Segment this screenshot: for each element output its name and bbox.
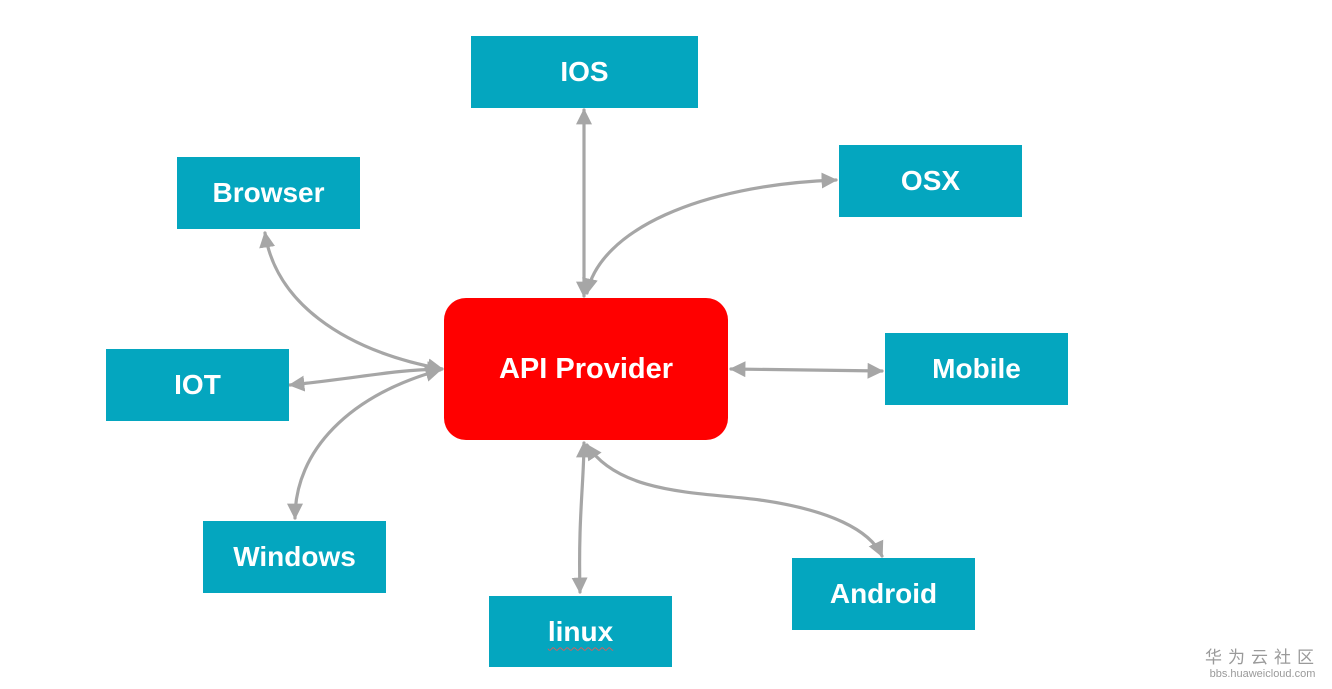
android-label: Android xyxy=(829,578,938,609)
linux-label: linux xyxy=(547,615,614,647)
windows-node: Windows xyxy=(203,521,386,593)
osx-node: OSX xyxy=(839,145,1022,217)
ios-node: IOS xyxy=(471,36,698,108)
arrow-mobile xyxy=(729,361,884,379)
browser-node: Browser xyxy=(177,157,360,229)
watermark-url: bbs.huaweicloud.com xyxy=(1209,668,1316,680)
osx-label: OSX xyxy=(900,165,961,196)
arrow-browser xyxy=(259,231,444,375)
ios-label: IOS xyxy=(560,56,609,87)
mobile-label: Mobile xyxy=(932,353,1021,384)
arrow-osx xyxy=(582,172,838,295)
android-node: Android xyxy=(792,558,975,630)
arrow-linux xyxy=(571,441,592,594)
watermark-title: 华为云社区 xyxy=(1205,648,1320,668)
iot-label: IOT xyxy=(174,369,221,400)
windows-label: Windows xyxy=(233,541,356,572)
iot-node: IOT xyxy=(106,349,289,421)
browser-label: Browser xyxy=(212,177,325,208)
api-provider-node: API Provider xyxy=(444,298,728,440)
api-provider-label: API Provider xyxy=(498,352,674,385)
mobile-node: Mobile xyxy=(885,333,1068,405)
watermark: 华为云社区 bbs.huaweicloud.com xyxy=(1205,648,1320,681)
arrow-android xyxy=(585,443,884,558)
linux-node: linux xyxy=(489,596,672,667)
arrow-windows xyxy=(287,366,442,520)
